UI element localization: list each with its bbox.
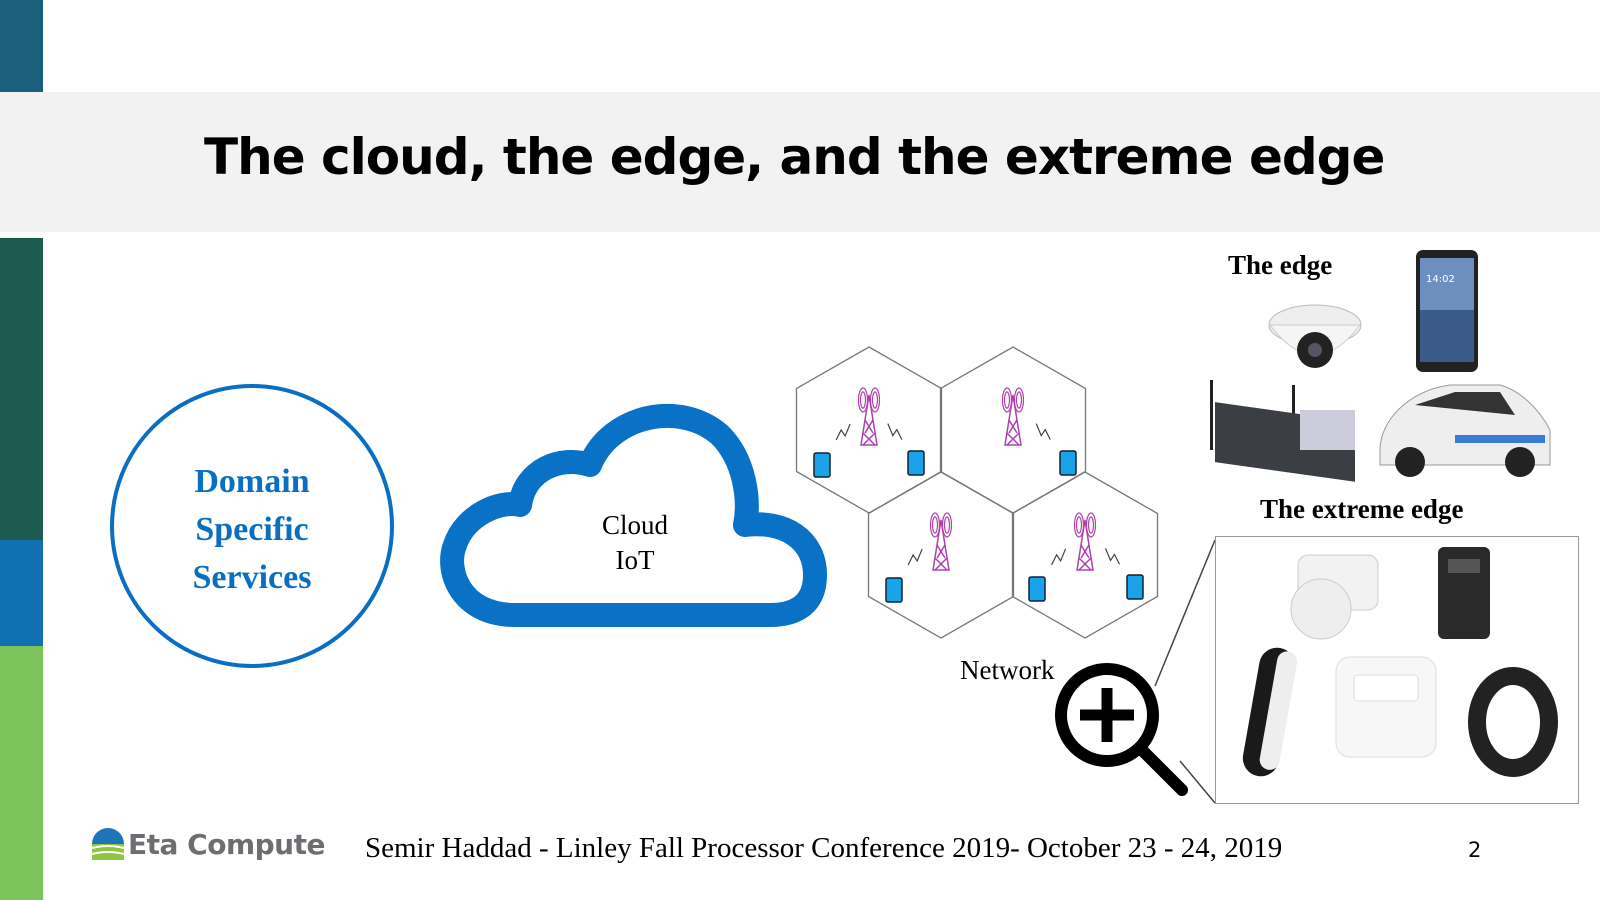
mobile-device-icon: [813, 452, 831, 478]
mobile-device-icon: [885, 577, 903, 603]
extreme-edge-box: [1215, 536, 1579, 804]
edge-gateway-icon: [1210, 380, 1355, 482]
phone-time: 14:02: [1426, 274, 1455, 285]
extreme-edge-label: The extreme edge: [1260, 494, 1464, 524]
signal-arrow-icon: [1035, 423, 1051, 440]
domain-services-label: Domain Specific Services: [110, 458, 394, 602]
tracker-device-icon: [1438, 547, 1490, 639]
mobile-device-icon: [907, 450, 925, 476]
cloud-line: Cloud: [601, 510, 668, 540]
mobile-device-icon: [1028, 576, 1046, 602]
security-camera-icon: [1268, 304, 1362, 368]
thermostat-icon: [1335, 656, 1437, 758]
remote-control-icon: [1242, 647, 1298, 777]
mobile-device-icon: [1126, 574, 1144, 600]
cloud-icon: [440, 403, 827, 627]
eta-compute-logo-icon: [91, 828, 125, 860]
circle-line: Specific: [195, 511, 309, 548]
edge-label: The edge: [1228, 250, 1333, 280]
signal-arrow-icon: [1051, 548, 1067, 566]
title-band: [0, 92, 1600, 232]
circle-line: Domain: [194, 463, 310, 500]
smartphone-icon: 14:02: [1416, 250, 1478, 372]
motion-sensor-icon: [1290, 554, 1379, 640]
domain-services-circle: [110, 384, 394, 668]
accent-bar-blue: [0, 540, 43, 646]
edge-devices: 14:02: [1210, 250, 1551, 482]
network-label: Network: [960, 655, 1055, 685]
network-cell: [795, 346, 943, 514]
zoom-connector-lines: [1154, 539, 1216, 804]
logo-text: Eta Compute: [128, 828, 325, 861]
cell-tower-icon: [857, 387, 881, 446]
mobile-device-icon: [1059, 450, 1077, 476]
cloud-iot-label: Cloud IoT: [560, 508, 710, 578]
signal-arrow-icon: [835, 423, 851, 441]
network-cell: [939, 346, 1087, 514]
electric-car-icon: [1379, 384, 1551, 477]
signal-arrow-icon: [1104, 548, 1121, 565]
cloud-line: IoT: [615, 545, 655, 575]
cell-tower-icon: [1073, 512, 1097, 571]
zoom-in-icon: [1055, 663, 1188, 796]
footer-text: Semir Haddad - Linley Fall Processor Con…: [365, 832, 1283, 864]
fitness-band-icon: [1468, 667, 1558, 777]
accent-bar-top: [0, 0, 43, 92]
network-cell: [1011, 471, 1159, 639]
network-cell: [867, 471, 1015, 639]
signal-arrow-icon: [887, 423, 903, 440]
page-number: 2: [1468, 838, 1482, 862]
extreme-edge-devices: [1242, 547, 1558, 777]
circle-line: Services: [192, 559, 312, 596]
accent-bar-green: [0, 646, 43, 900]
cell-tower-icon: [929, 512, 953, 571]
cell-tower-icon: [1001, 387, 1025, 446]
slide-title: The cloud, the edge, and the extreme edg…: [204, 128, 1385, 186]
accent-bar-green-dark: [0, 238, 43, 540]
signal-arrow-icon: [907, 548, 923, 566]
